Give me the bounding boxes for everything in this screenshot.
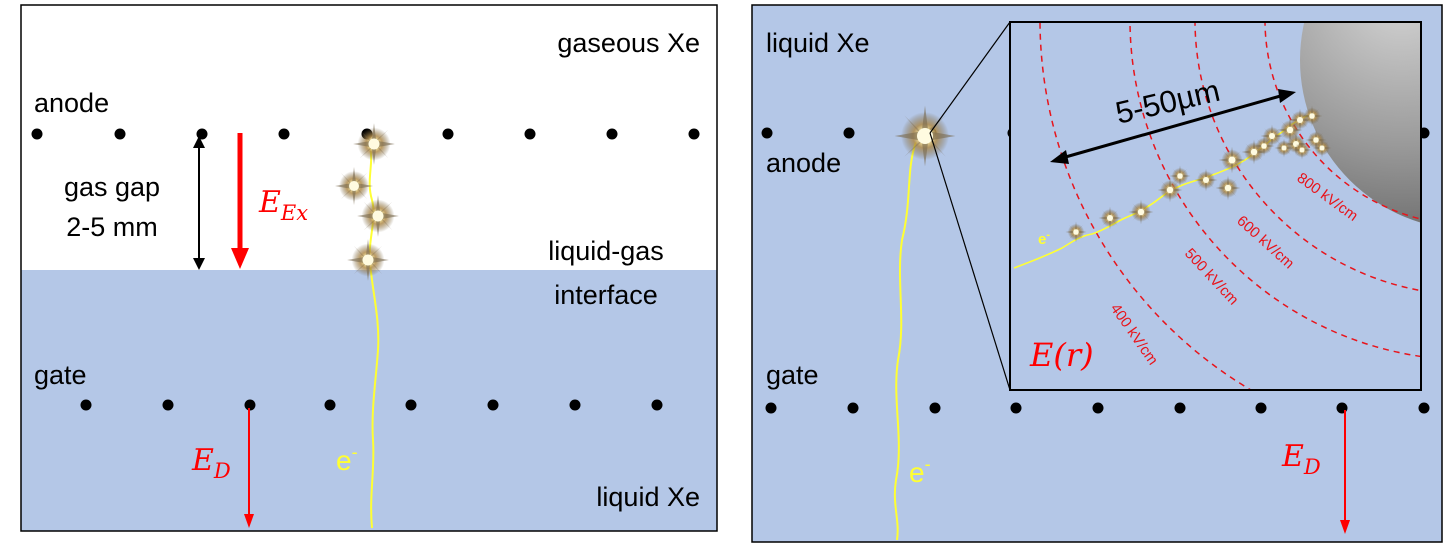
left-gate-wire-4 — [324, 399, 336, 411]
inset-scale-arrow — [1050, 89, 1296, 164]
left-anode-wire-row — [31, 128, 700, 140]
left-liquid-xe-label: liquid Xe — [596, 482, 700, 512]
left-anode-wire-2 — [114, 128, 126, 140]
right-gate-wire-7 — [1255, 402, 1267, 414]
inset-zoom-panel: 5-50µm e- 400 kV/cm 500 kV/cm 600 kV/cm … — [1009, 21, 1422, 391]
left-anode-label: anode — [34, 88, 109, 118]
left-anode-wire-1 — [31, 128, 43, 140]
zoom-line-top — [929, 21, 1011, 134]
left-liquid-region — [21, 270, 717, 531]
right-gate-wire-5 — [1092, 402, 1104, 414]
inset-border — [1009, 21, 1422, 391]
right-gate-wire-2 — [847, 402, 859, 414]
left-electron-label: e- — [336, 442, 358, 476]
liquid-gas-interface-label-2: interface — [554, 280, 658, 310]
left-electron-track — [368, 144, 380, 529]
left-gate-wire-2 — [162, 399, 174, 411]
left-gate-wire-5 — [405, 399, 417, 411]
gas-gap-dimension-arrow — [193, 136, 205, 270]
right-gate-label: gate — [766, 360, 819, 390]
left-anode-wire-7 — [524, 128, 536, 140]
right-gate-wire-1 — [765, 402, 777, 414]
right-gate-wire-row — [765, 402, 1430, 414]
right-anode-wire-2 — [843, 127, 855, 139]
left-anode-wire-4 — [278, 128, 290, 140]
liquid-gas-interface-label: liquid-gas — [548, 236, 664, 266]
right-gate-wire-3 — [929, 402, 941, 414]
zoom-line-bottom — [929, 132, 1011, 391]
right-anode-label: anode — [766, 148, 841, 178]
left-panel: gaseous Xe anode gas gap 2-5 mm EEx liqu… — [20, 4, 718, 532]
left-gate-wire-8 — [651, 399, 663, 411]
left-gate-label: gate — [34, 360, 87, 390]
right-liquid-xe-label: liquid Xe — [766, 28, 870, 58]
inset-field-label: E(r) — [1029, 336, 1094, 374]
extraction-field-label: EEx — [258, 185, 308, 225]
right-panel: liquid Xe anode gate e- ED — [751, 4, 1443, 543]
left-anode-wire-6 — [442, 128, 454, 140]
right-drift-field-arrow — [1340, 410, 1350, 534]
left-gate-wire-row — [80, 399, 663, 411]
anode-wire-surface — [1300, 22, 1421, 223]
left-gate-wire-1 — [80, 399, 92, 411]
right-electron-track — [893, 141, 917, 541]
right-anode-wire-1 — [761, 127, 773, 139]
left-gate-wire-7 — [569, 399, 581, 411]
left-drift-field-label: ED — [191, 443, 231, 483]
right-gate-wire-6 — [1174, 402, 1186, 414]
gas-gap-size-label: 2-5 mm — [66, 212, 158, 242]
left-panel-border — [20, 4, 718, 532]
gaseous-xe-label: gaseous Xe — [557, 28, 700, 58]
left-anode-wire-9 — [688, 128, 700, 140]
right-gate-wire-9 — [1418, 402, 1430, 414]
gas-gap-label: gas gap — [64, 172, 160, 202]
left-anode-wire-8 — [606, 128, 618, 140]
extraction-field-arrow — [231, 133, 249, 269]
right-drift-field-label: ED — [1281, 439, 1321, 479]
right-electron-label: e- — [909, 454, 931, 488]
left-drift-field-arrow — [244, 408, 254, 528]
right-gate-wire-4 — [1010, 402, 1022, 414]
left-gate-wire-3 — [244, 399, 256, 411]
left-gate-wire-6 — [487, 399, 499, 411]
inset-electron-label: e- — [1038, 229, 1050, 248]
